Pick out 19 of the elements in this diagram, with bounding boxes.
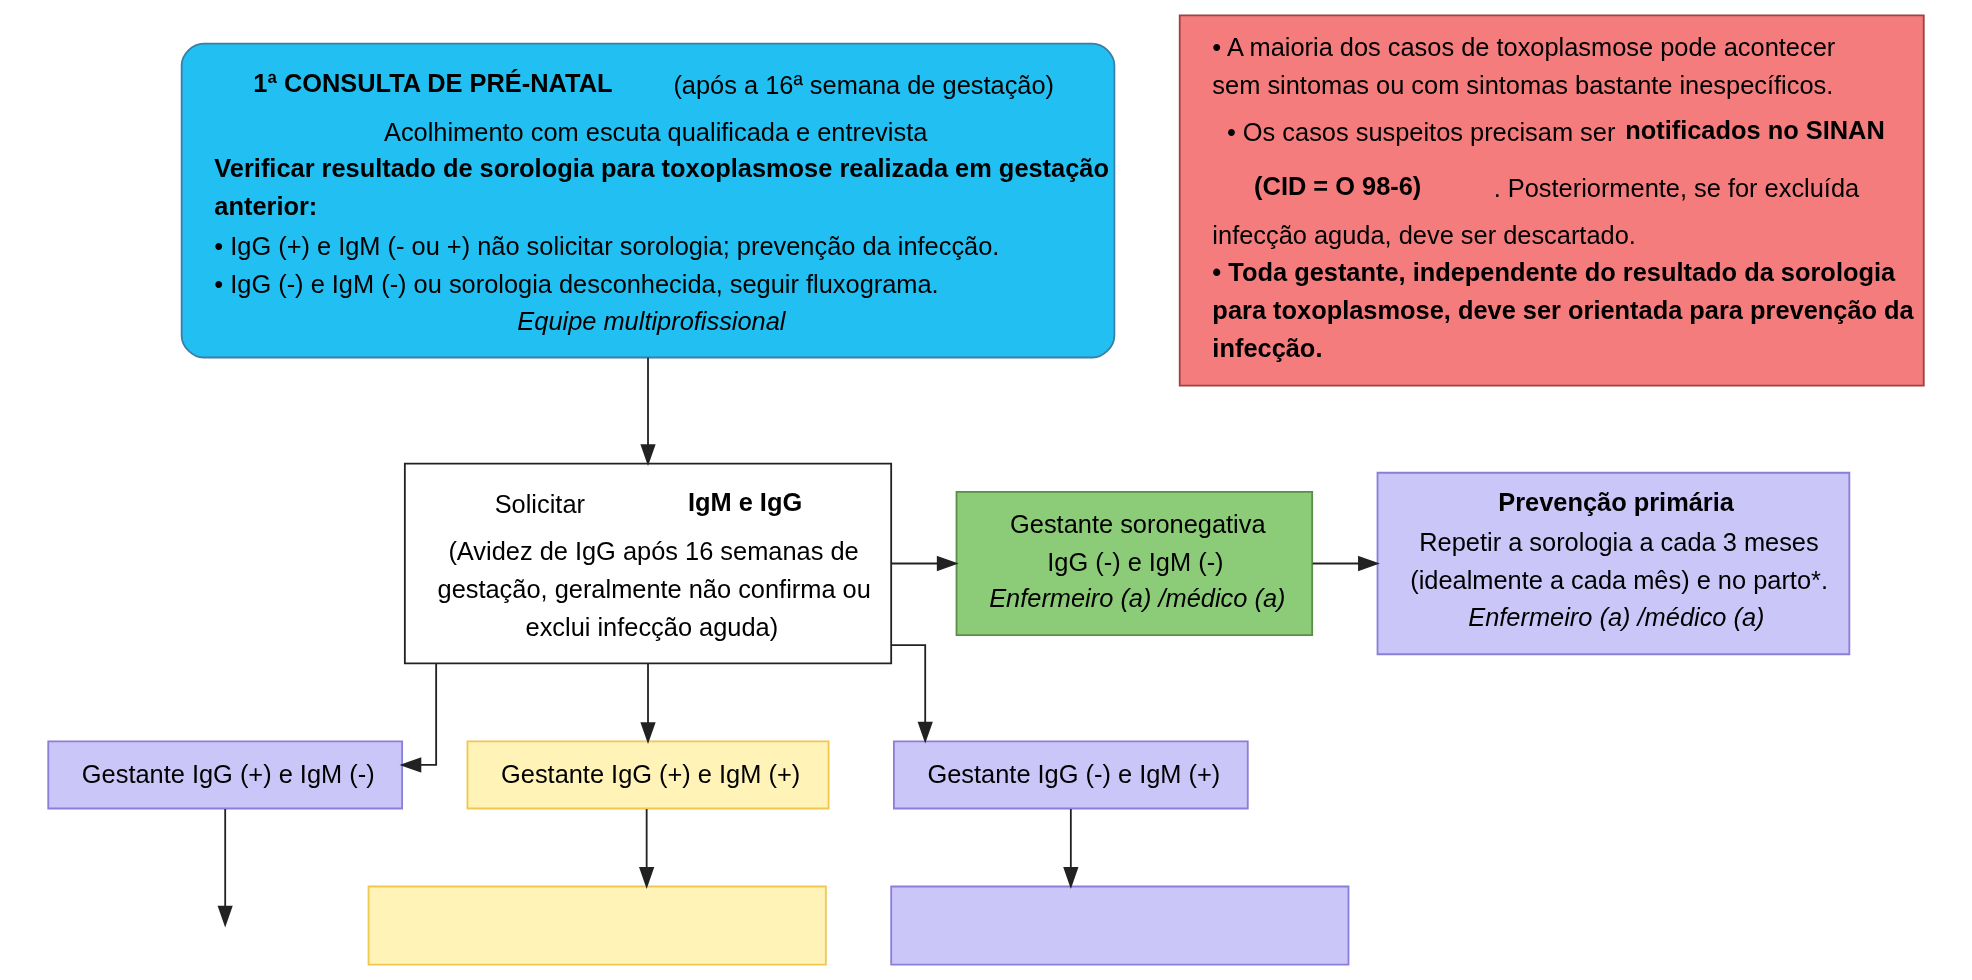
arrow — [890, 644, 933, 744]
arrow — [639, 808, 655, 889]
node-box — [890, 885, 1350, 966]
arrow — [640, 662, 656, 744]
node-box: Gestante soronegativa IgG (-) e IgM (-) Enfermeiro (a) /médico (a) — [955, 490, 1314, 637]
node-box: Solicitar IgM e IgG (Avidez de IgG após 16 semanas de gestação, geralmente não confirma ou exclui infecção aguda) — [403, 462, 893, 665]
node-box — [367, 885, 827, 966]
arrow — [1063, 808, 1079, 889]
node-box: 1ª CONSULTA DE PRÉ-NATAL (após a 16ª semana de gestação) Acolhimento com escuta qualificada e entrevista Verificar resultado de sorologia para toxoplasmose realizada em gestação anterior: • IgG (+) e IgM (- ou +) não solicitar sorologia; prevenção da infecção. • IgG (-) e IgM (-) ou sorologia desconhecida, seguir fluxograma. Equipe multiprofissional — [180, 42, 1116, 359]
node-box: Gestante IgG (+) e IgM (+) — [466, 740, 830, 810]
arrow — [640, 356, 656, 466]
node-box: Gestante IgG (+) e IgM (-) — [47, 740, 404, 810]
arrow — [217, 808, 233, 928]
arrow — [891, 555, 959, 572]
node-box: Prevenção primária Repetir a sorologia a cada 3 meses (idealmente a cada mês) e no parto*. Enfermeiro (a) /médico (a) — [1376, 471, 1851, 656]
node-box: • A maioria dos casos de toxoplasmose pode acontecer sem sintomas ou com sintomas bastante inespecíficos. • Os casos suspeitos precisam ser notificados no SINAN (CID = O 98-6). Posteriormente, se for excluída infecção aguda, deve ser descartado. • Toda gestante, independente do resultado da sorologia para toxoplasmose, deve ser orientada para prevenção da infecção. — [1178, 14, 1925, 387]
arrow — [1311, 555, 1380, 572]
node-box: Gestante IgG (-) e IgM (+) — [893, 740, 1249, 810]
arrow — [399, 662, 438, 773]
